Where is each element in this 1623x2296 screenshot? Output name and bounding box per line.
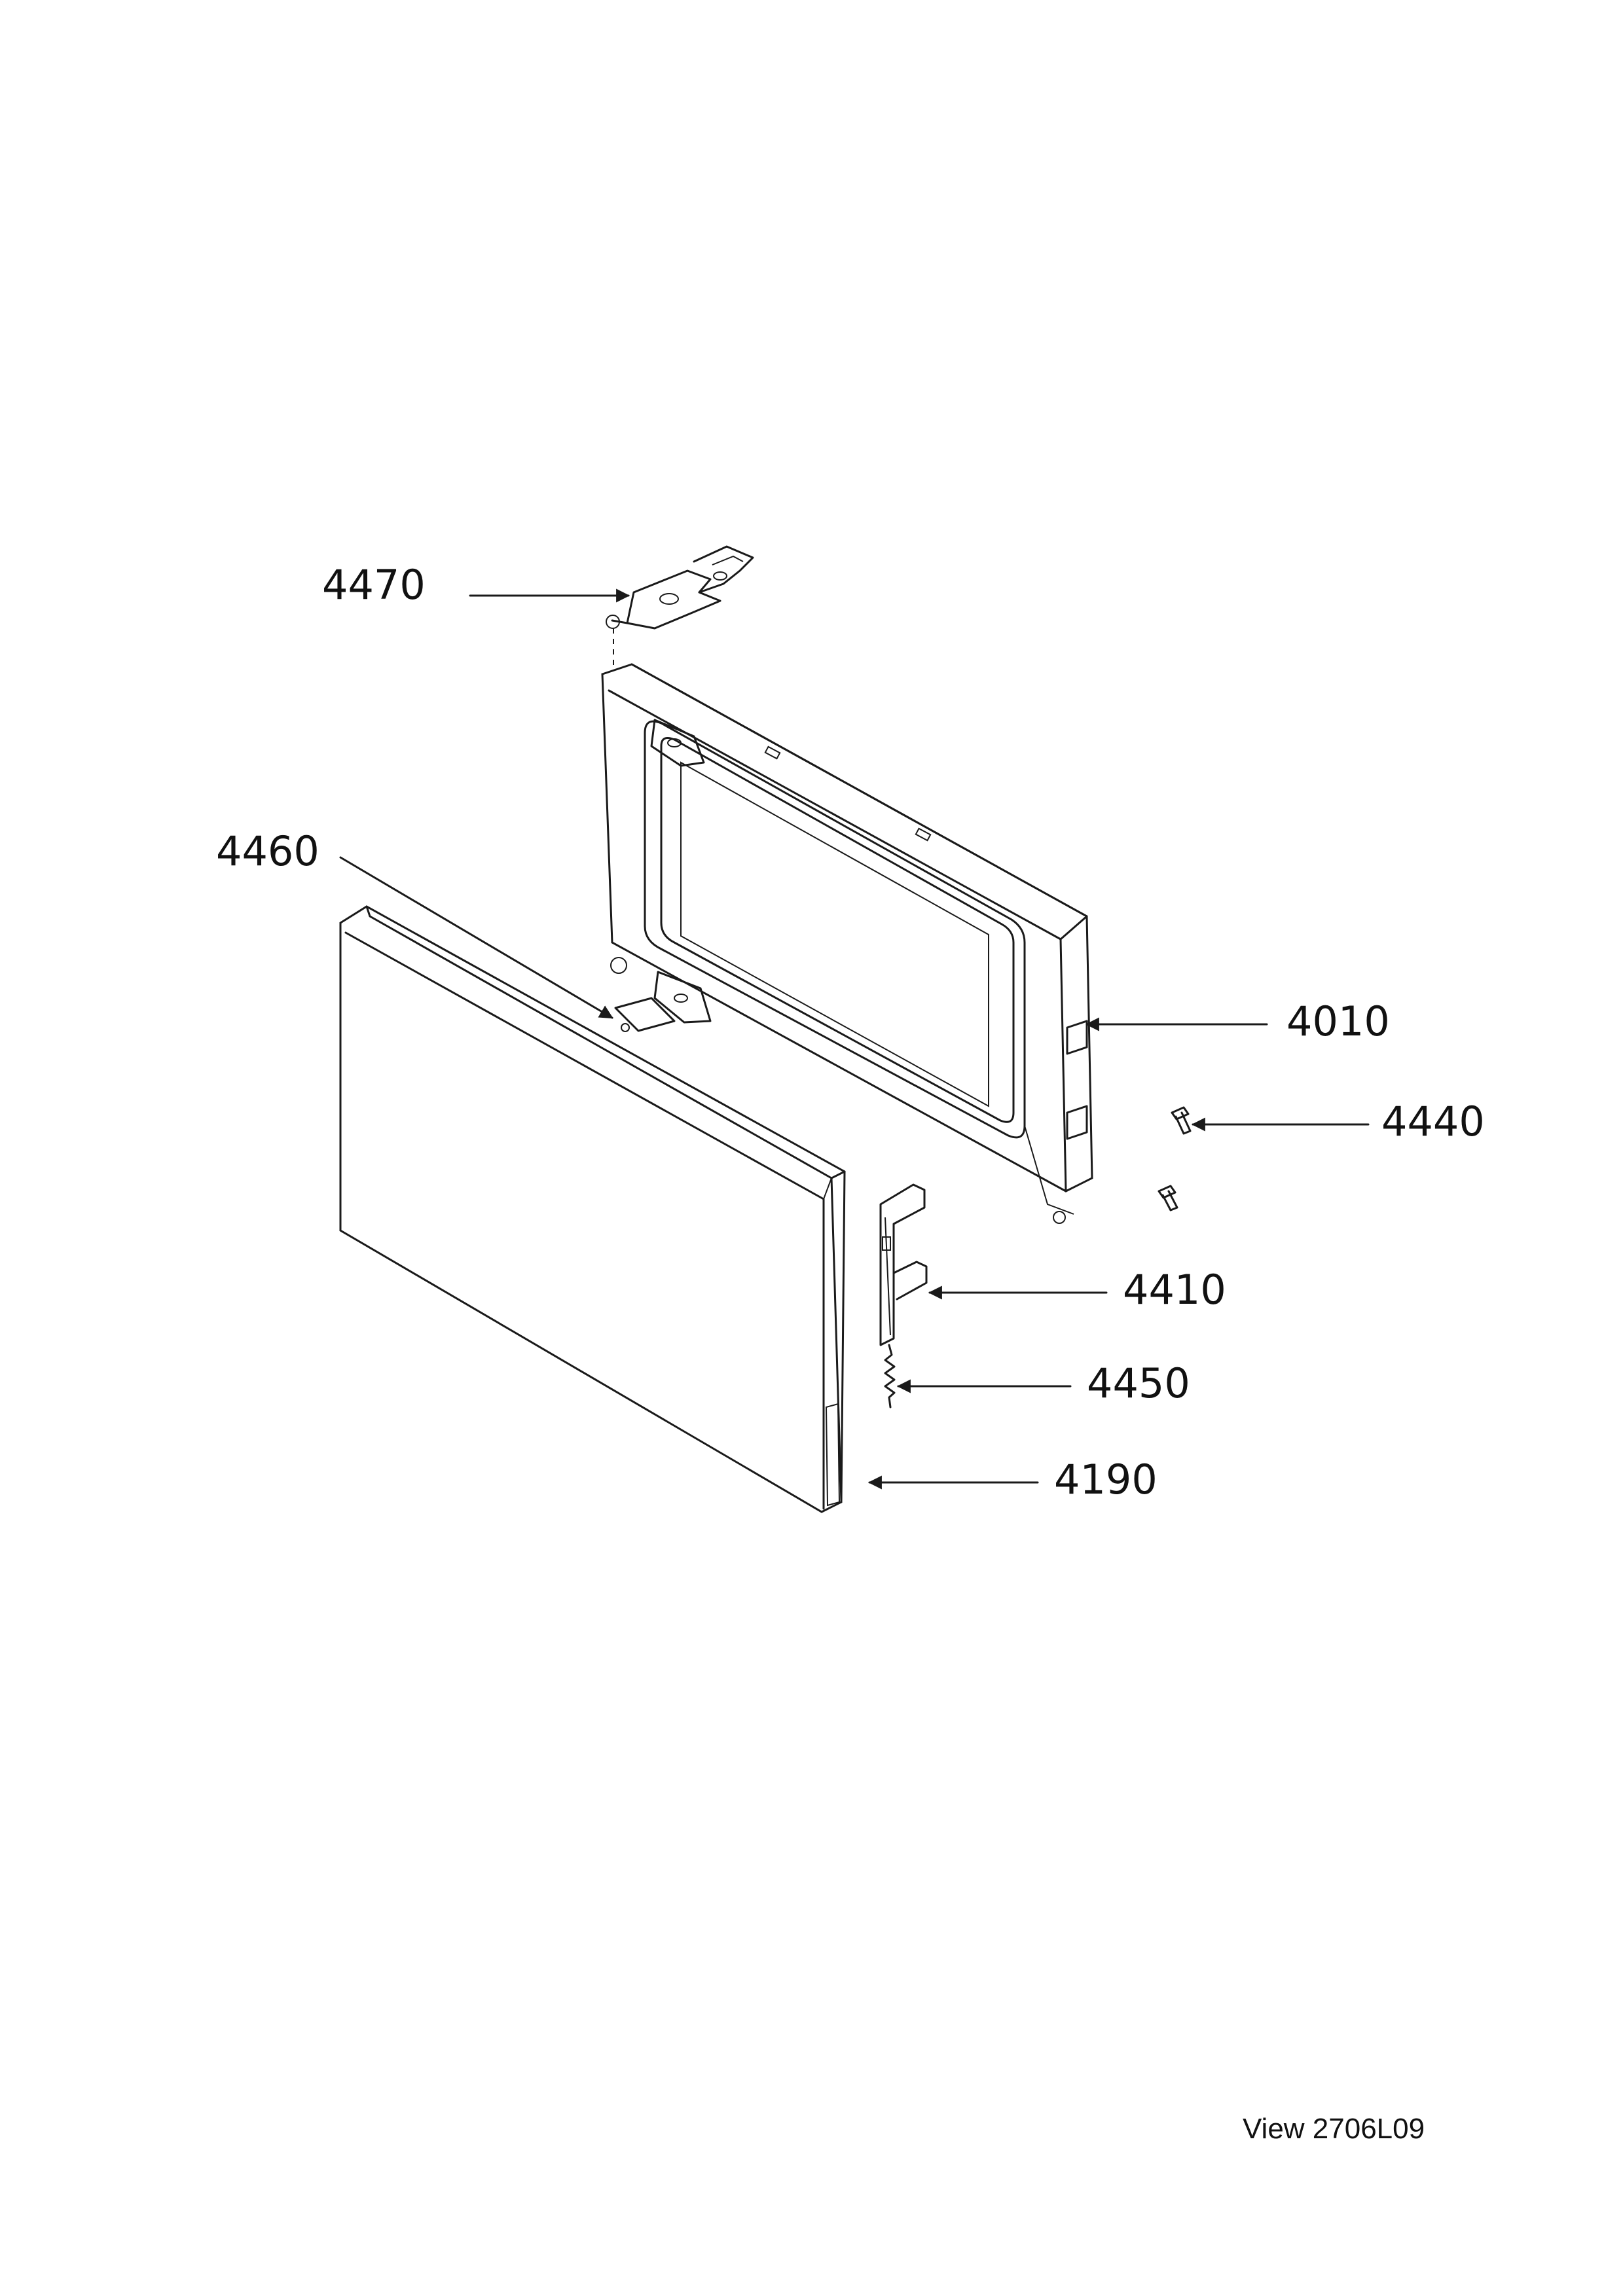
view-reference-label: View 2706L09 <box>1243 2113 1425 2145</box>
part-label-4010: 4010 <box>1286 997 1390 1045</box>
part-label-4190: 4190 <box>1054 1456 1158 1503</box>
part-label-4450: 4450 <box>1087 1359 1190 1407</box>
part-label-4440: 4440 <box>1381 1098 1485 1145</box>
door-latch-4410 <box>879 1183 928 1346</box>
part-label-4470: 4470 <box>322 561 426 609</box>
leader-arrow-4460 <box>339 856 613 1019</box>
spring-4450 <box>884 1344 896 1408</box>
hinge-bracket-4470 <box>606 545 754 630</box>
door-outer-panel <box>339 905 846 1513</box>
door-frame-4010 <box>601 663 1093 1224</box>
screws-4440 <box>1158 1106 1192 1211</box>
part-label-4460: 4460 <box>216 827 319 875</box>
part-label-4410: 4410 <box>1123 1266 1226 1314</box>
